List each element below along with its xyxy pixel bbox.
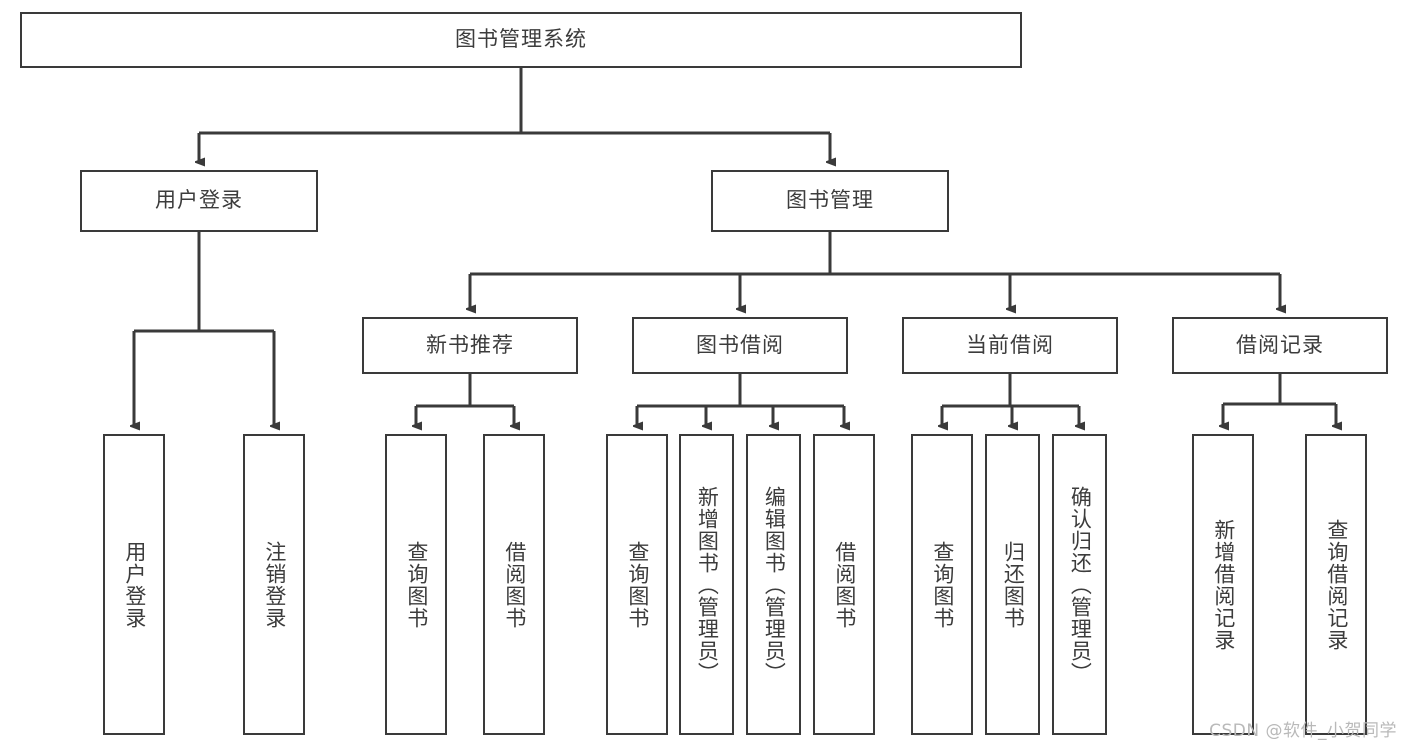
- leaf-query-borrow-record-label: 查询借阅记录: [1324, 518, 1349, 651]
- leaf-query-borrow-record[interactable]: 查询借阅记录: [1305, 434, 1367, 735]
- node-borrow-record-label: 借阅记录: [1236, 332, 1324, 357]
- leaf-add-borrow-record-label: 新增借阅记录: [1211, 518, 1236, 651]
- leaf-query-book-newbook-label: 查询图书: [404, 540, 429, 629]
- leaf-query-book-newbook[interactable]: 查询图书: [385, 434, 447, 735]
- leaf-user-login[interactable]: 用户登录: [103, 434, 165, 735]
- node-root[interactable]: 图书管理系统: [20, 12, 1022, 68]
- node-current-borrow[interactable]: 当前借阅: [902, 317, 1118, 374]
- leaf-logout-label: 注销登录: [262, 540, 287, 629]
- node-user-login-label: 用户登录: [155, 188, 243, 213]
- node-new-book-recommend[interactable]: 新书推荐: [362, 317, 578, 374]
- leaf-borrow-book-newbook[interactable]: 借阅图书: [483, 434, 545, 735]
- leaf-confirm-return-admin-label: 确认归还（管理员）: [1068, 485, 1093, 684]
- leaf-confirm-return-admin[interactable]: 确认归还（管理员）: [1052, 434, 1107, 735]
- leaf-edit-book-admin[interactable]: 编辑图书（管理员）: [746, 434, 801, 735]
- node-book-borrow-label: 图书借阅: [696, 332, 784, 357]
- leaf-return-book-label: 归还图书: [1001, 540, 1026, 629]
- leaf-borrow-book-newbook-label: 借阅图书: [502, 540, 527, 629]
- node-new-book-recommend-label: 新书推荐: [426, 332, 514, 357]
- csdn-watermark: CSDN @软件_小贺同学: [1209, 721, 1397, 741]
- node-user-login[interactable]: 用户登录: [80, 170, 318, 232]
- node-book-borrow[interactable]: 图书借阅: [632, 317, 848, 374]
- leaf-borrow-book[interactable]: 借阅图书: [813, 434, 875, 735]
- leaf-add-borrow-record[interactable]: 新增借阅记录: [1192, 434, 1254, 735]
- leaf-edit-book-admin-label: 编辑图书（管理员）: [762, 485, 787, 684]
- leaf-borrow-book-label: 借阅图书: [832, 540, 857, 629]
- node-current-borrow-label: 当前借阅: [966, 332, 1054, 357]
- leaf-add-book-admin-label: 新增图书（管理员）: [695, 485, 720, 684]
- node-book-management[interactable]: 图书管理: [711, 170, 949, 232]
- node-book-management-label: 图书管理: [786, 188, 874, 213]
- node-borrow-record[interactable]: 借阅记录: [1172, 317, 1388, 374]
- leaf-return-book[interactable]: 归还图书: [985, 434, 1040, 735]
- node-root-label: 图书管理系统: [455, 27, 587, 52]
- leaf-query-book-borrow-label: 查询图书: [625, 540, 650, 629]
- leaf-user-login-label: 用户登录: [122, 540, 147, 629]
- leaf-query-book-borrow[interactable]: 查询图书: [606, 434, 668, 735]
- leaf-logout[interactable]: 注销登录: [243, 434, 305, 735]
- leaf-add-book-admin[interactable]: 新增图书（管理员）: [679, 434, 734, 735]
- leaf-query-book-current[interactable]: 查询图书: [911, 434, 973, 735]
- leaf-query-book-current-label: 查询图书: [930, 540, 955, 629]
